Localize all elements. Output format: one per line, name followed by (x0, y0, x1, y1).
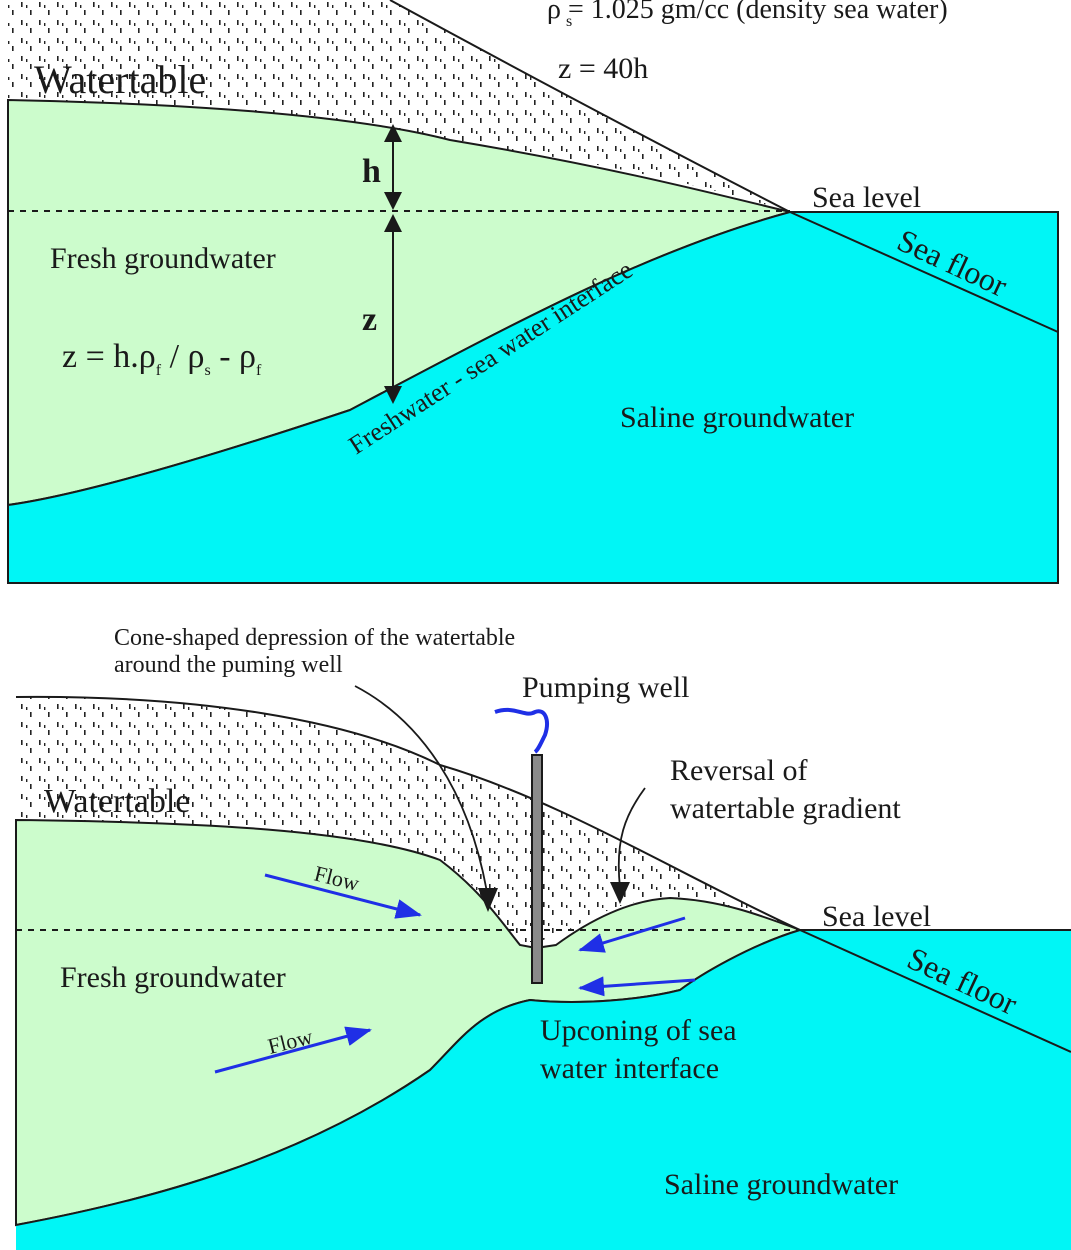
top-sea-floor-line (789, 211, 1059, 333)
bottom-sea-floor-line (799, 929, 1071, 1053)
bottom-saline-groundwater-label: Saline groundwater (664, 1168, 898, 1201)
top-saline-groundwater-label: Saline groundwater (620, 401, 854, 434)
bottom-panel: Cone-shaped depression of the watertable… (15, 625, 1071, 1250)
density-formula: z = h.ρf / ρs - ρf (62, 338, 262, 379)
top-unsaturated-zone (8, 0, 790, 212)
cone-callout-arrow (354, 685, 492, 900)
reversal-callout-arrow (617, 787, 646, 889)
sea-water-density-label: ρ = 1.025 gm/cc (density sea water) (547, 0, 948, 25)
top-sea-level-label: Sea level (812, 181, 921, 214)
flow-arrow-inland-upper (578, 916, 686, 953)
reversal-label-line2: watertable gradient (670, 792, 901, 825)
h-label: h (362, 153, 381, 190)
upconing-label-line1: Upconing of sea (540, 1014, 737, 1047)
bottom-sea-level-label: Sea level (822, 900, 931, 933)
cone-depression-label-line1: Cone-shaped depression of the watertable (114, 625, 515, 651)
bottom-saline-groundwater-zone (16, 930, 1071, 1250)
cone-depression-label-line2: around the puming well (114, 652, 343, 678)
top-fresh-groundwater-label: Fresh groundwater (50, 242, 276, 275)
flow-arrow-upper (264, 873, 422, 919)
pumping-well (531, 754, 543, 984)
top-ground-surface (389, 0, 791, 213)
upconing-label-line2: water interface (540, 1052, 719, 1085)
sea-water-density-subscript: s (566, 13, 572, 30)
bottom-unsaturated-zone (16, 696, 800, 942)
bottom-fresh-groundwater-label: Fresh groundwater (60, 961, 286, 994)
pumping-water-icon (494, 707, 549, 754)
flow-arrow-inland-lower (578, 976, 696, 997)
reversal-label-line1: Reversal of (670, 754, 807, 787)
bottom-watertable-label: Watertable (44, 783, 190, 820)
top-saline-groundwater-zone (7, 211, 1059, 584)
flow-arrow-lower (214, 1026, 372, 1074)
z-label: z (362, 301, 377, 338)
z-relation-label: z = 40h (558, 52, 648, 85)
top-watertable-label: Watertable (34, 57, 206, 102)
top-panel: ρ = 1.025 gm/cc (density sea water) s z … (7, 0, 1059, 584)
pumping-well-label: Pumping well (522, 671, 690, 704)
